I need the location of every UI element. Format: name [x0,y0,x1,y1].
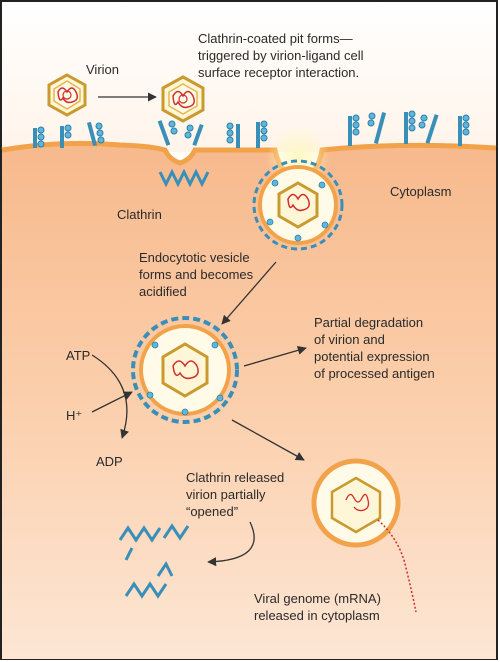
receptor [226,122,240,148]
virion-free [47,73,87,117]
receptor [184,123,204,147]
receptor [60,124,72,148]
receptor [458,114,470,146]
svg-text:triggered by virion-ligand cel: triggered by virion-ligand cell [198,48,364,63]
receptor [86,121,105,147]
label-atp: ATP [66,348,90,363]
svg-text:acidified: acidified [139,284,187,299]
rna-coil [172,360,199,380]
cytoplasm-region [2,143,496,660]
arrow-to-genome-release [231,419,305,461]
receptor [33,126,45,148]
surface-receptors [33,110,470,148]
arrow-clathrin-release [207,521,255,567]
svg-text:Viral genome (mRNA): Viral genome (mRNA) [254,591,381,606]
svg-text:Clathrin released: Clathrin released [186,470,284,485]
label-virion: Virion [86,62,119,77]
arrow-pit-to-vesicle [221,261,277,325]
svg-text:Endocytotic vesicle: Endocytotic vesicle [139,250,250,265]
arrow-to-degradation [243,345,307,367]
clathrin-lattice [158,168,210,188]
released-clathrin-pieces [118,523,190,599]
rna-coil [287,193,310,212]
svg-text:of processed antigen: of processed antigen [314,366,435,381]
label-partial-degradation: Partial degradation of virion and potent… [314,315,435,381]
svg-text:virion partially: virion partially [186,487,266,502]
label-h-plus: H⁺ [66,408,82,423]
label-clathrin-released: Clathrin released virion partially “open… [186,470,284,519]
label-viral-genome: Viral genome (mRNA) released in cytoplas… [254,591,381,623]
svg-text:surface receptor interaction.: surface receptor interaction. [198,65,359,80]
svg-text:of virion and: of virion and [314,332,385,347]
receptor [348,114,360,146]
receptor [157,120,178,146]
rna-strand-inner [345,493,370,512]
svg-text:Partial degradation: Partial degradation [314,315,423,330]
receptor [256,120,268,148]
receptor [367,112,387,144]
coated-pit-vesicle [252,159,344,251]
svg-text:forms and becomes: forms and becomes [139,267,254,282]
svg-text:“opened”: “opened” [186,504,238,519]
svg-text:released in cytoplasm: released in cytoplasm [254,608,380,623]
label-vesicle: Endocytotic vesicle forms and becomes ac… [139,250,254,299]
acidified-vesicle [131,316,239,424]
svg-text:Clathrin-coated pit forms—: Clathrin-coated pit forms— [198,31,353,46]
receptor [418,114,439,144]
arrow-atp-to-adp [91,354,129,439]
label-clathrin: Clathrin [117,207,162,222]
uncoated-virion-vesicle [311,458,417,613]
arrow-h-plus [91,391,133,413]
virion-attaching [161,75,205,123]
label-adp: ADP [96,454,123,469]
receptor [404,110,416,144]
rna-strand-released [377,519,417,613]
label-cytoplasm: Cytoplasm [390,184,451,199]
label-pit-forms: Clathrin-coated pit forms— triggered by … [198,31,364,80]
svg-text:potential expression: potential expression [314,349,430,364]
